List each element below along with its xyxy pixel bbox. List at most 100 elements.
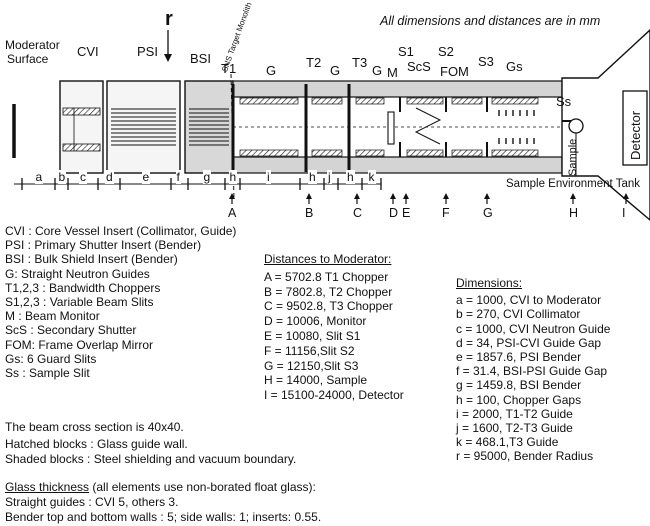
dimensions-list: Dimensions: a = 1000, CVI to Moderator b…: [456, 276, 610, 464]
legend-item: S1,2,3 : Variable Beam Slits: [5, 295, 154, 310]
dimension-item: d = 34, PSI-CVI Guide Gap: [456, 335, 602, 350]
legend-item: Gs: 6 Guard Slits: [5, 351, 97, 366]
guard-slits: [498, 110, 535, 144]
note-item: Shaded blocks : Steel shielding and vacu…: [5, 452, 297, 466]
surface-label: Surface: [7, 52, 49, 66]
legend-item: BSI : Bulk Shield Insert (Bender): [5, 252, 178, 267]
marker-arrows: [229, 193, 629, 204]
notes-list: The beam cross section is 40x40.: [5, 420, 184, 435]
distance-item: A = 5702.8 T1 Chopper: [264, 269, 389, 284]
distance-item: G = 12150,Slit S3: [264, 358, 359, 373]
segment-label-h: h: [308, 170, 317, 184]
dimension-item: j = 1600, T2-T3 Guide: [456, 421, 573, 436]
marker-arrowhead-H: [570, 193, 576, 199]
marker-label-B: B: [305, 206, 314, 220]
straight-guides: [239, 97, 539, 157]
segment-label-e: e: [141, 170, 151, 184]
marker-label-D: D: [389, 206, 399, 220]
glass-title: Glass thickness: [5, 480, 90, 494]
segment-label-j: j: [327, 170, 332, 184]
segment-label-k: k: [367, 170, 376, 184]
marker-arrowhead-C: [354, 193, 360, 199]
m-label: M: [387, 65, 398, 80]
env-tank-label: Sample Environment Tank: [506, 178, 641, 190]
detector-label: Detector: [628, 110, 643, 160]
g-label-2: G: [330, 63, 341, 78]
slits: [399, 97, 488, 157]
radius-arrow-icon: [164, 30, 172, 62]
legend-item: T1,2,3 : Bandwidth Choppers: [5, 280, 161, 295]
marker-arrowhead-A: [229, 193, 235, 199]
marker-arrowhead-I: [623, 193, 629, 199]
dimension-item: k = 468.1,T3 Guide: [456, 435, 559, 450]
cvi-block: [59, 80, 104, 174]
cvi-label: CVI: [77, 44, 99, 59]
distances-title: Distances to Moderator:: [264, 252, 392, 266]
notes-list-2: Hatched blocks : Glass guide wall. Shade…: [5, 437, 296, 467]
marker-label-F: F: [442, 206, 450, 220]
legend-item: Ss : Sample Slit: [5, 366, 90, 381]
shielding-top-band: [232, 80, 563, 98]
segment-label-d: d: [105, 170, 114, 184]
glass-thickness: Glass thickness (all elements use non-bo…: [5, 480, 321, 525]
glass-line: Straight guides : CVI 5, others 3.: [5, 495, 179, 509]
segment-label-g: g: [202, 170, 212, 184]
moderator-label: Moderator: [5, 38, 60, 52]
gs-label: Gs: [506, 59, 523, 74]
distance-item: F = 11156,Slit S2: [264, 343, 355, 358]
segment-label-b: b: [57, 170, 67, 184]
marker-label-A: A: [228, 206, 237, 220]
legend-item: PSI : Primary Shutter Insert (Bender): [5, 238, 202, 253]
distance-item: E = 10080, Slit S1: [264, 328, 361, 343]
segment-label-c: c: [79, 170, 87, 184]
legend-item: ScS : Secondary Shutter: [5, 323, 137, 338]
detector-box: [622, 90, 648, 166]
segment-label-i: i: [266, 170, 271, 184]
distance-item: H = 14000, Sample: [264, 373, 368, 388]
shielding-bottom-band: [232, 156, 563, 174]
dimension-item: a = 1000, CVI to Moderator: [456, 293, 602, 308]
psi-label: PSI: [137, 44, 158, 59]
distances-list: Distances to Moderator: A = 5702.8 T1 Ch…: [264, 252, 404, 403]
legend-item: G: Straight Neutron Guides: [5, 266, 150, 281]
segment-label-h: h: [228, 170, 238, 184]
marker-label-I: I: [622, 206, 626, 220]
dimension-item: g = 1459.8, BSI Bender: [456, 378, 582, 393]
distance-item: D = 10006, Monitor: [264, 314, 367, 329]
radius-label: r: [165, 8, 173, 30]
segment-label-h: h: [346, 170, 355, 184]
scs-label: ScS: [407, 59, 431, 74]
s1-label: S1: [398, 44, 414, 59]
marker-label-G: G: [483, 206, 493, 220]
note-item: Hatched blocks : Glass guide wall.: [5, 437, 188, 451]
marker-label-C: C: [353, 206, 363, 220]
segment-label-a: a: [34, 170, 44, 184]
beam-monitor: [387, 111, 395, 145]
distance-item: C = 9502.8, T3 Chopper: [264, 299, 393, 314]
bsi-label: BSI: [190, 51, 211, 66]
segment-label-f: f: [175, 170, 181, 184]
sample-label: Sample: [567, 138, 579, 176]
dimensions-title: Dimensions:: [456, 276, 523, 290]
s2-label: S2: [438, 44, 454, 59]
frame-overlap-mirror: [414, 107, 442, 145]
t2-label: T2: [306, 55, 322, 70]
glass-title-line: Glass thickness (all elements use non-bo…: [5, 480, 321, 495]
marker-arrowhead-F: [443, 193, 449, 199]
legend-item: FOM: Frame Overlap Mirror: [5, 337, 154, 352]
legend-item: CVI : Core Vessel Insert (Collimator, Gu…: [5, 224, 237, 238]
marker-arrowhead-E: [403, 193, 409, 199]
dimension-item: f = 31.4, BSI-PSI Guide Gap: [456, 364, 608, 379]
dimension-item: e = 1857.6, PSI Bender: [456, 350, 582, 365]
segment-ticks: [21, 178, 382, 190]
distance-item: I = 15100-24000, Detector: [264, 388, 404, 403]
marker-label-E: E: [402, 206, 411, 220]
note-item: The beam cross section is 40x40.: [5, 420, 184, 434]
dimension-item: c = 1000, CVI Neutron Guide: [456, 321, 611, 336]
cvi-guide-top: [62, 107, 101, 116]
t1-label: T1: [221, 61, 237, 76]
marker-arrowhead-G: [484, 193, 490, 199]
marker-arrowhead-B: [306, 193, 312, 199]
sample-environment-tank: [561, 29, 650, 221]
